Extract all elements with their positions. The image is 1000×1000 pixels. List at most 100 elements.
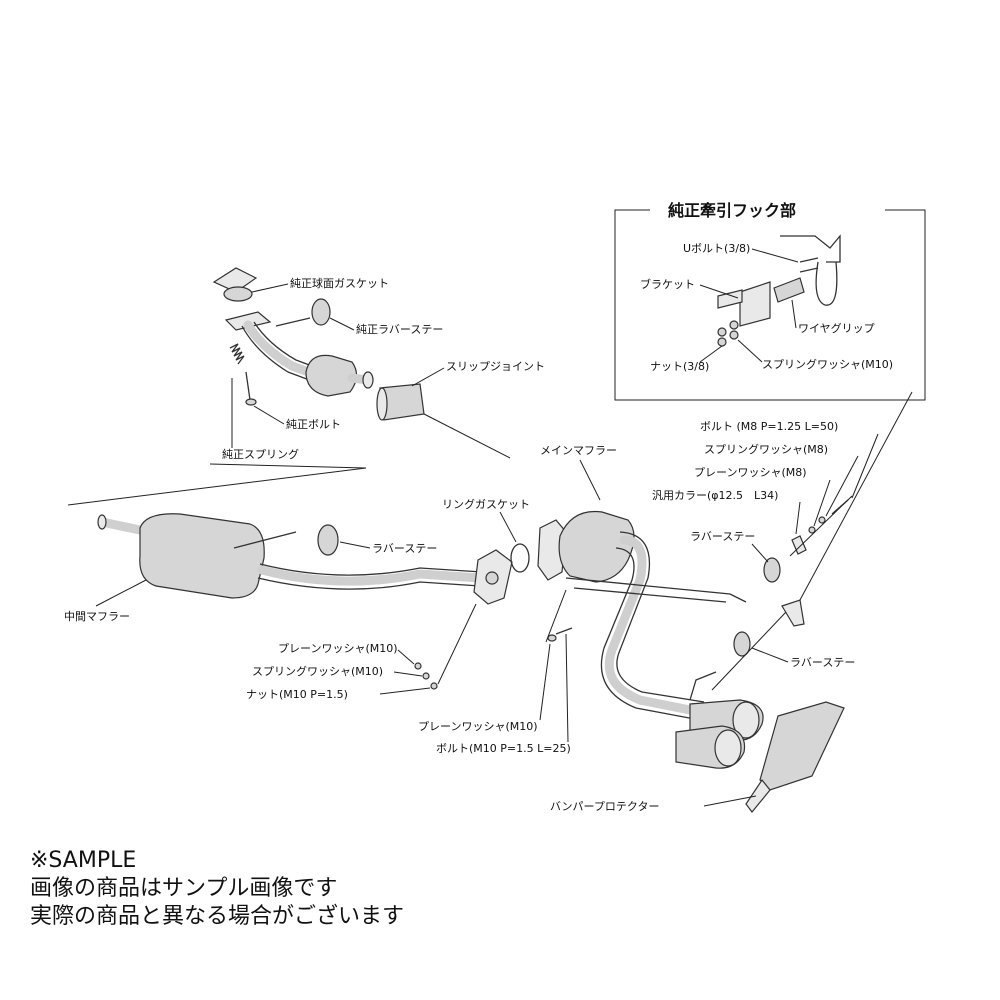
- outlet-end: [362, 371, 374, 389]
- bracket-label: ブラケット: [640, 277, 695, 291]
- spring-washer-m10-part: [422, 672, 430, 680]
- center-pipe: [257, 563, 483, 590]
- front-bolt-label: 純正ボルト: [286, 418, 341, 431]
- guide-line-left: [67, 467, 367, 506]
- bumper-protector-label: バンパープロテクター: [550, 800, 659, 813]
- slip-joint-label: スリップジョイント: [446, 360, 545, 373]
- spring-label: 純正スプリング: [222, 447, 299, 461]
- ring-gasket-part: [510, 543, 530, 573]
- tailpipe-lower-tip: [714, 729, 742, 767]
- u-bolt-leader: [751, 248, 799, 263]
- inset-frame: [614, 209, 926, 401]
- main-pipe: [600, 531, 705, 721]
- nut-guide: [437, 603, 477, 685]
- slip-joint-end: [376, 387, 388, 421]
- center-muffler-group: ラバーステー 中間マフラー プレーンワッシャ(M10) スプリングワッシャ(M1…: [64, 513, 530, 701]
- collar-part: [791, 535, 807, 555]
- rubber-stay-front-part: [311, 298, 331, 326]
- spring-part: [229, 343, 245, 365]
- m8-guide: [789, 495, 853, 557]
- wire-grip-label: ワイヤグリップ: [798, 321, 875, 335]
- rubber-stay-right-part: [763, 557, 781, 583]
- rubber-stay-right-leader: [751, 543, 769, 563]
- front-rubber-stay-label: 純正ラバーステー: [356, 323, 443, 336]
- ring-gasket-leader: [499, 511, 517, 543]
- bolt-guide: [545, 589, 567, 643]
- nut-m10-leader: [379, 687, 431, 695]
- spring-washer-m10-label: スプリングワッシャ(M10): [252, 664, 383, 678]
- tailpipe-upper-tip: [732, 701, 760, 739]
- inset-spring-washer-leader: [737, 339, 763, 363]
- u-bolt-label: Uボルト(3/8): [683, 242, 750, 255]
- guide-line-top: [209, 463, 367, 469]
- spring-washer-m8-label: スプリングワッシャ(M8): [704, 442, 828, 456]
- rear-stay-guide: [711, 611, 787, 691]
- plain-washer-m8-part: [808, 526, 816, 534]
- front-rubber-stay-leader: [329, 317, 355, 331]
- collar-leader: [795, 501, 801, 535]
- wire-grip-part: [773, 277, 805, 303]
- collar-label: 汎用カラー(φ12.5 L34): [652, 488, 778, 502]
- main-pipe-fill: [604, 535, 705, 717]
- nut-38-b: [729, 320, 739, 330]
- flange-hole: [485, 571, 499, 585]
- center-pipe-fill: [257, 565, 485, 586]
- u-bolt-part: [799, 257, 819, 273]
- plain-washer-m8-label: プレーンワッシャ(M8): [694, 466, 807, 479]
- plain-washer-m10-b-part: [547, 634, 557, 642]
- bolt-m10-leader: [565, 633, 569, 743]
- rubber-stay-right-label: ラバーステー: [690, 530, 755, 543]
- rubber-stay-rear-label: ラバーステー: [790, 656, 855, 669]
- tow-hook-frame: [780, 234, 841, 263]
- front-pipe-group: 純正球面ガスケット 純正ラバーステー スリップジョイント 純正ボルト 純正スプリ…: [212, 267, 545, 461]
- spring-washer-m8-part: [818, 516, 826, 524]
- bolt-m10-label: ボルト(M10 P=1.5 L=25): [436, 742, 571, 755]
- nut-m10-part: [430, 682, 438, 690]
- bolt-head: [245, 398, 257, 406]
- bolt-m8-leader: [851, 433, 879, 499]
- inset-spring-washer-label: スプリングワッシャ(M10): [762, 357, 893, 371]
- bolt-m10-part: [555, 627, 573, 635]
- center-muffler-label: 中間マフラー: [64, 610, 130, 623]
- main-muffler-label: メインマフラー: [540, 444, 617, 457]
- washer-m10-b: [729, 330, 739, 340]
- center-rubber-stay-label: ラバーステー: [372, 542, 437, 555]
- plain-washer-m8-leader: [813, 479, 831, 527]
- main-hanger-rod: [565, 577, 747, 603]
- rubber-stay-rear-leader: [751, 647, 789, 663]
- slip-joint-leader: [411, 367, 445, 387]
- main-muffler-leader: [579, 459, 601, 501]
- center-rubber-stay-leader: [339, 541, 371, 549]
- sample-notice: ※SAMPLE: [30, 848, 137, 873]
- nut-38-a: [717, 327, 727, 337]
- spring-washer-m10-leader: [393, 671, 423, 677]
- ring-gasket-label: リングガスケット: [442, 497, 530, 511]
- rubber-stay-rear-part: [733, 631, 751, 657]
- rear-hanger-rod: [689, 671, 717, 701]
- plain-washer-m10-b-leader: [539, 643, 551, 721]
- bumper-protector-leader: [703, 795, 757, 807]
- bracket-leader: [699, 284, 739, 299]
- plain-washer-m10-a-leader: [397, 649, 415, 665]
- bolt-m8-label: ボルト (M8 P=1.25 L=50): [700, 420, 838, 433]
- nut-m10-label: ナット(M10 P=1.5): [246, 688, 348, 701]
- bumper-protector-edge: [745, 778, 771, 813]
- plain-washer-m10-b-label: プレーンワッシャ(M10): [418, 720, 538, 733]
- tow-hook: [815, 261, 838, 306]
- center-muffler-body: [139, 513, 265, 599]
- guide-line-right: [423, 413, 511, 459]
- bracket-arm: [717, 289, 743, 309]
- front-bolt-leader: [253, 405, 285, 425]
- bracket-part: [739, 281, 771, 327]
- tow-hook-inset: 純正牽引フック部 Uボルト(3/8) ブラケット ワイヤグリップ ナット(3/8…: [614, 201, 926, 401]
- front-pipe-fill: [243, 320, 330, 383]
- spherical-gasket-part: [223, 286, 253, 302]
- center-hanger-rod: [233, 531, 297, 549]
- sample-notice-line-2: 画像の商品はサンプル画像です: [30, 876, 338, 901]
- main-muffler-group: ボルト (M8 P=1.25 L=50) スプリングワッシャ(M8) プレーンワ…: [418, 391, 913, 813]
- nut-38-leader: [699, 345, 723, 363]
- nut-38-label: ナット(3/8): [650, 360, 709, 373]
- center-muffler-leader: [95, 579, 147, 607]
- bolt-shaft: [245, 371, 251, 401]
- main-inlet-flange: [537, 519, 567, 581]
